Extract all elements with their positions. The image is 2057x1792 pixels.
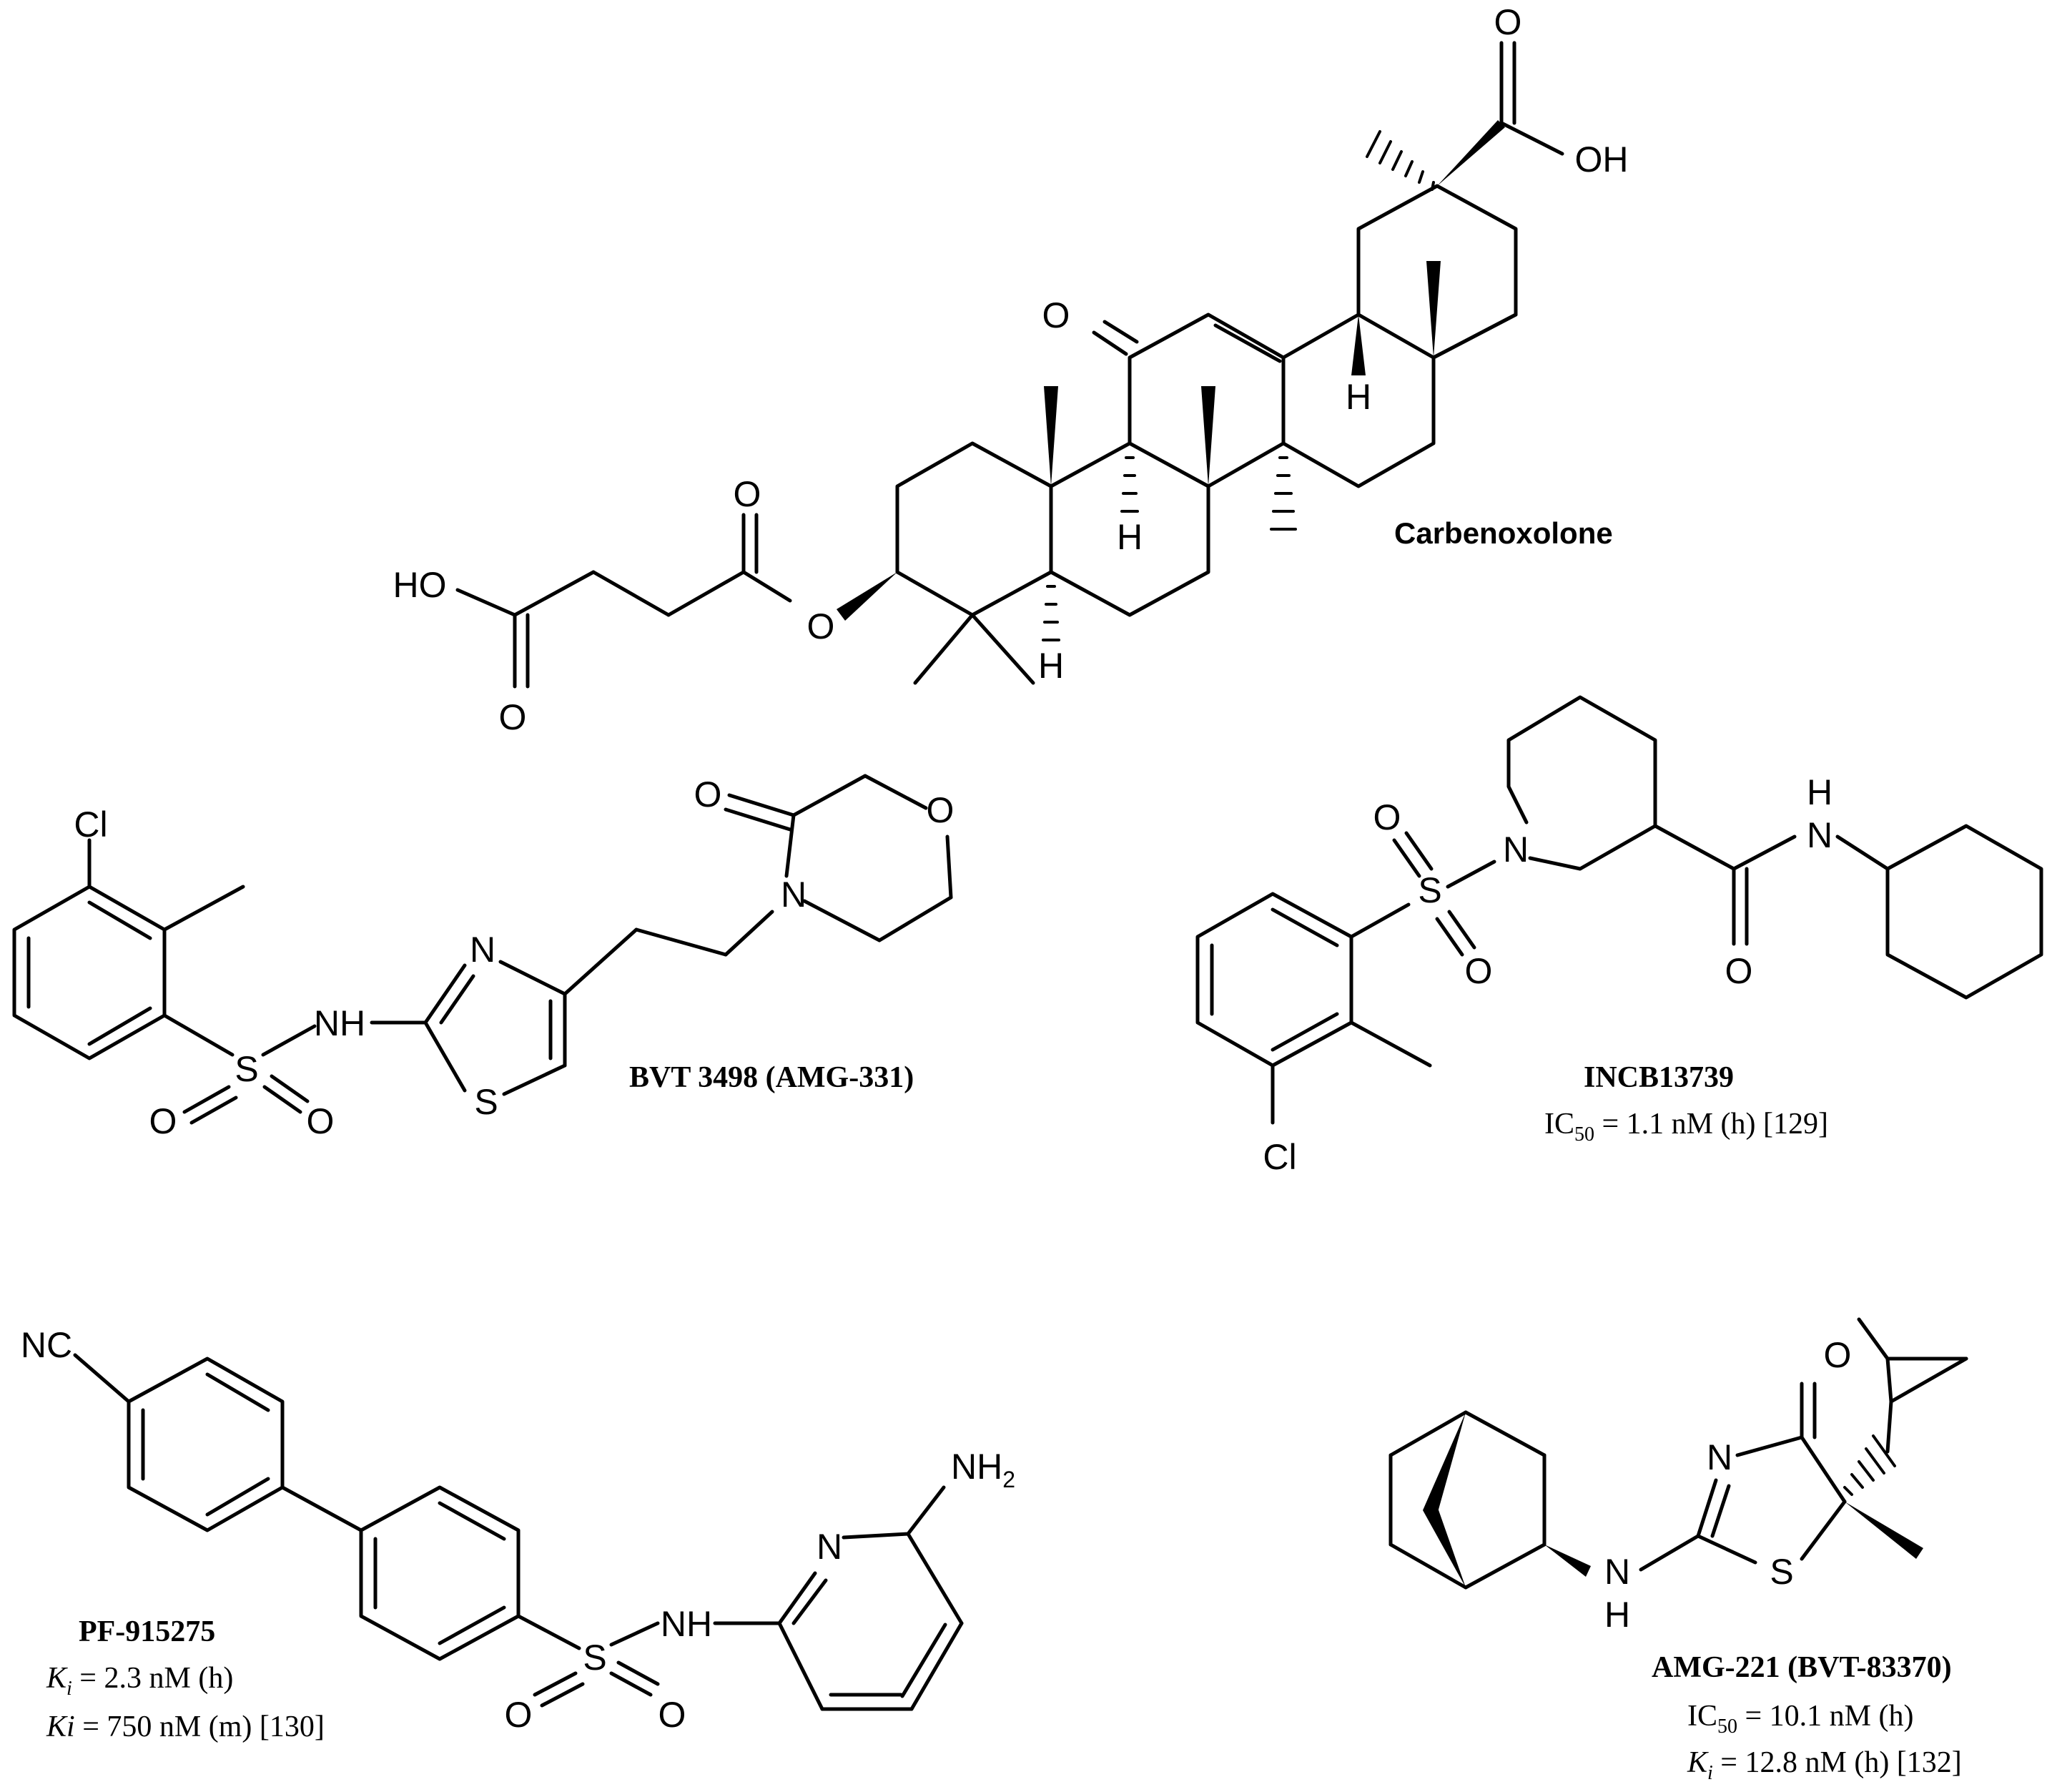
amg221-carbonyl-oxygen: O [1824,1335,1852,1375]
incb13739-amide-nitrogen: N [1807,815,1832,855]
amg221-amine-nitrogen: N [1604,1552,1630,1592]
incb13739-amide-oxygen: O [1725,951,1753,991]
bvt3498-label: BVT 3498 (AMG-331) [629,1061,914,1094]
carbenoxolone-ester-carbonyl-oxygen: O [734,474,761,514]
incb13739-structure: Cl S O O N H N O INCB13739 IC50 = 1.1 nM… [1195,695,2043,1177]
bvt3498-sulfonyl-oxygen-1: O [149,1101,177,1141]
carbenoxolone-tail-oxygen: O [499,697,527,737]
pf915275-sulfonyl-oxygen-2: O [658,1695,686,1735]
pf915275-ki-mouse-k: Ki [46,1710,75,1743]
amg221-amine-h: H [1604,1595,1630,1635]
pf915275-ki-human-k: K [46,1662,68,1695]
pf915275-ki-human: Ki = 2.3 nM (h) [46,1662,233,1700]
incb13739-ic50-prefix: IC [1544,1108,1574,1141]
bvt3498-morpholine-oxygen: O [927,790,954,830]
amg221-ic50-text: = 10.1 nM (h) [1737,1700,1914,1733]
carbenoxolone-structure: O O OH H H H O O HO O Carbenoxolone [393,2,1629,737]
pf915275-ki-human-subscript: i [66,1678,72,1700]
pf915275-ki-human-text: = 2.3 nM (h) [72,1662,234,1695]
incb13739-ic50-subscript: 50 [1574,1123,1594,1146]
pf915275-ki-mouse-text: = 750 nM (m) [130] [75,1710,325,1743]
bvt3498-sulfur: S [235,1049,258,1089]
amg221-ic50-subscript: 50 [1717,1715,1737,1738]
pf915275-amino-nh: NH [951,1447,1002,1487]
pf915275-pyridine-nitrogen: N [817,1527,842,1567]
amg221-ring-nitrogen: N [1707,1437,1732,1477]
pf915275-ki-mouse: Ki = 750 nM (m) [130] [46,1710,325,1743]
bvt3498-thiazole-sulfur: S [474,1082,498,1122]
amg221-label: AMG-221 (BVT-83370) [1652,1651,1952,1684]
amg221-ic50-value: IC50 = 10.1 nM (h) [1687,1700,1914,1738]
bvt3498-thiazole-nitrogen: N [470,930,495,970]
carbenoxolone-acid-hydroxyl: OH [1575,139,1629,179]
amg221-ki-value: Ki = 12.8 nM (h) [132] [1687,1746,1962,1784]
carbenoxolone-ester-oxygen: O [807,606,835,646]
incb13739-ic50-value: IC50 = 1.1 nM (h) [129] [1544,1108,1828,1146]
pf915275-label: PF-915275 [79,1615,215,1648]
carbenoxolone-tail-hydroxyl: HO [393,565,447,605]
carbenoxolone-label: Carbenoxolone [1394,516,1613,550]
bvt3498-sulfonamide-nh: NH [314,1003,365,1043]
carbenoxolone-ketone-oxygen: O [1042,295,1070,335]
pf915275-sulfonyl-oxygen-1: O [505,1695,533,1735]
amg221-ki-k: K [1687,1746,1709,1779]
bvt3498-sulfonyl-oxygen-2: O [307,1101,335,1141]
incb13739-label: INCB13739 [1584,1061,1734,1094]
amg221-ki-text: = 12.8 nM (h) [132] [1713,1746,1962,1779]
incb13739-piperidine-nitrogen: N [1503,829,1529,870]
carbenoxolone-acid-oxygen: O [1494,2,1522,42]
pf915275-amino: NH2 [951,1447,1015,1492]
amg221-ki-subscript: i [1707,1762,1713,1784]
pf915275-amino-subscript: 2 [1002,1467,1015,1492]
incb13739-ic50-text: = 1.1 nM (h) [129] [1594,1108,1828,1141]
incb13739-sulfur: S [1418,870,1441,910]
incb13739-chlorine: Cl [1263,1137,1296,1177]
bvt3498-chlorine: Cl [74,804,107,845]
amg221-structure: N O S N H AMG-221 (BVT-83370) IC50 = 10.… [1388,1317,1968,1784]
carbenoxolone-h9: H [1117,517,1143,557]
incb13739-amide-h: H [1807,772,1832,812]
amg221-ring-sulfur: S [1770,1552,1793,1592]
incb13739-sulfonyl-oxygen-1: O [1373,797,1401,837]
bvt3498-structure: Cl NH S O O N S N O O BVT 3498 (AMG-331) [12,774,954,1141]
pf915275-nitrile: NC [21,1325,72,1365]
incb13739-sulfonyl-oxygen-2: O [1465,951,1493,991]
pf915275-structure: NC S O O NH N NH2 PF-915275 Ki = 2.3 nM … [21,1325,1015,1743]
carbenoxolone-h5: H [1038,646,1064,686]
pf915275-sulfonamide-nh: NH [661,1604,712,1644]
bvt3498-carbonyl-oxygen: O [694,774,722,814]
bvt3498-morpholine-nitrogen: N [781,875,806,915]
amg221-ic50-prefix: IC [1687,1700,1717,1733]
pf915275-sulfur: S [583,1638,606,1678]
carbenoxolone-h18: H [1346,377,1371,417]
